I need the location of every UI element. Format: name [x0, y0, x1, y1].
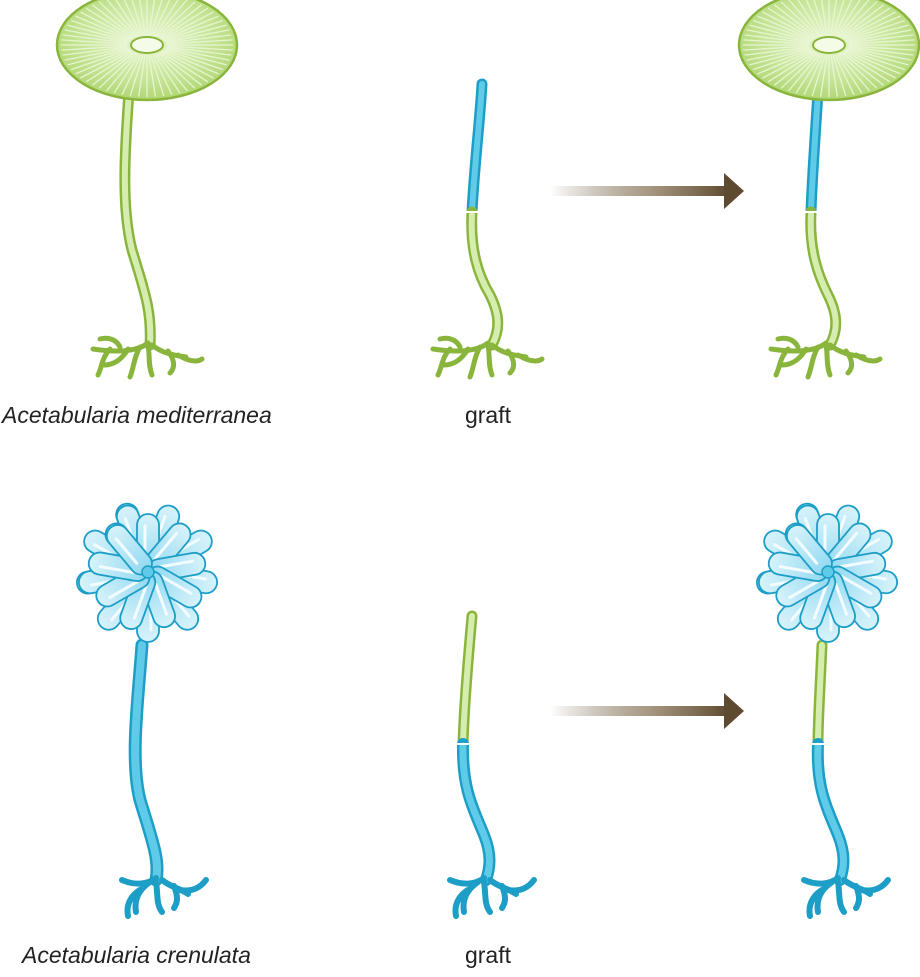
bottom-regenerated-rhizoid [804, 878, 888, 916]
bottom-regenerated-cap [753, 499, 901, 644]
crenulata-plant [73, 499, 221, 916]
top-graft-plant [433, 78, 542, 377]
bottom-graft-label: graft [464, 942, 512, 968]
mediterranea-cap [55, 0, 239, 102]
bottom-regenerated-plant [753, 499, 901, 916]
bottom-arrow [550, 693, 744, 729]
crenulata-rhizoid [122, 878, 206, 916]
top-regenerated-plant [737, 0, 920, 377]
top-species-label: Acetabularia mediterranea [2, 402, 272, 428]
mediterranea-plant [55, 0, 239, 377]
crenulata-cap [73, 499, 221, 644]
bottom-species-label: Acetabularia crenulata [22, 942, 251, 968]
bottom-graft-plant [450, 610, 534, 916]
top-arrow [550, 173, 744, 209]
top-regenerated-cap [737, 0, 920, 102]
top-graft-rhizoid [433, 338, 542, 377]
top-graft-label: graft [464, 402, 512, 428]
mediterranea-rhizoid [93, 338, 202, 377]
bottom-graft-rhizoid [450, 878, 534, 916]
top-regenerated-rhizoid [771, 338, 880, 377]
